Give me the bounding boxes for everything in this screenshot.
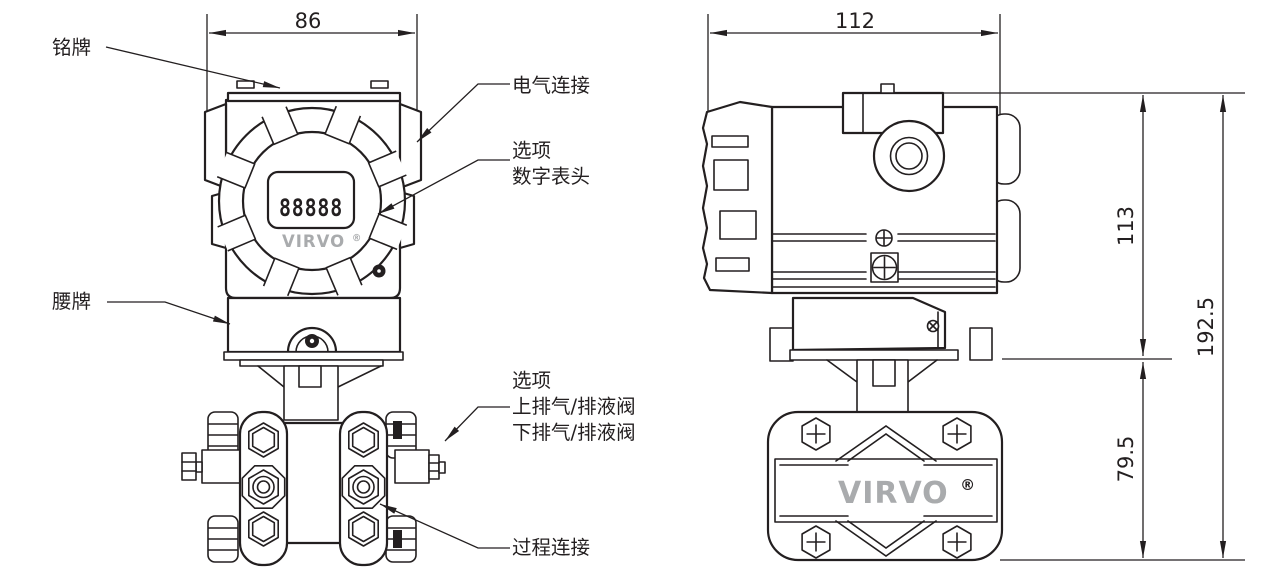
brand-logo-front: VIRVO ®	[282, 232, 362, 251]
front-labels: 铭牌 电气连接 选项 数字表头 腰牌 选项 上排气/排液阀 下排气/排液阀 过程…	[52, 36, 636, 559]
bezel-notches	[216, 105, 408, 297]
label-waist-tag: 腰牌	[52, 290, 91, 313]
flange-bolt	[248, 511, 280, 547]
conduit-hub-right	[398, 102, 423, 190]
side-neck	[789, 349, 959, 413]
front-dim-width-value: 86	[295, 9, 322, 33]
small-screw	[875, 229, 893, 247]
side-flange: VIRVO ®	[766, 410, 1004, 562]
ribbed-cover	[701, 100, 774, 295]
housing-seam	[771, 229, 996, 288]
flange-bolt-cross	[942, 417, 972, 451]
front-dim-width: 86	[206, 9, 418, 120]
label-option-display-line1: 选项	[512, 139, 551, 162]
side-dim-total-height-value: 192.5	[1194, 297, 1218, 357]
front-waist-and-neck	[223, 296, 404, 421]
process-port-right	[341, 464, 386, 510]
label-electrical-connection: 电气连接	[512, 74, 590, 97]
flange-bolt-cross	[801, 525, 831, 559]
vent-valve-right	[394, 449, 446, 484]
label-process-connection: 过程连接	[512, 536, 590, 559]
side-dim-housing-height-value: 113	[1114, 206, 1138, 246]
vent-valve-left	[181, 449, 241, 484]
front-view: 86	[52, 9, 636, 567]
side-view: 112	[701, 9, 1245, 562]
lcd-display: 88888	[266, 170, 356, 230]
flange-bolt-cross	[801, 417, 831, 451]
label-option-valves-line2: 上排气/排液阀	[512, 395, 636, 418]
housing-top-tab	[370, 80, 389, 89]
flange-bolt	[248, 422, 280, 458]
side-dim-heights: 113 79.5 192.5	[943, 92, 1245, 561]
side-dim-flange-height-value: 79.5	[1114, 436, 1138, 483]
flange-bolt	[347, 422, 380, 458]
flange-bolt-cross	[942, 525, 972, 559]
front-manifold	[181, 410, 446, 567]
label-option-valves-line1: 选项	[512, 369, 551, 392]
process-port-left	[241, 464, 286, 510]
label-option-valves-line3: 下排气/排液阀	[512, 421, 636, 444]
neck-tab	[298, 365, 322, 388]
label-nameplate: 铭牌	[52, 36, 91, 59]
terminal-screw	[870, 252, 899, 283]
plate-screw	[926, 319, 940, 333]
side-housing	[701, 83, 1021, 413]
flange-bolt	[347, 511, 380, 547]
front-leader-lines	[105, 46, 510, 549]
label-option-display-line2: 数字表头	[512, 165, 590, 188]
side-label-plate	[769, 296, 993, 362]
housing-top-tab	[236, 80, 255, 89]
side-dim-width-value: 112	[835, 9, 875, 33]
brand-logo-side: VIRVO ®	[838, 476, 976, 511]
lcd-display-value: 88888	[279, 194, 343, 222]
flange-band	[774, 458, 998, 523]
nameplate-strip	[226, 91, 402, 103]
